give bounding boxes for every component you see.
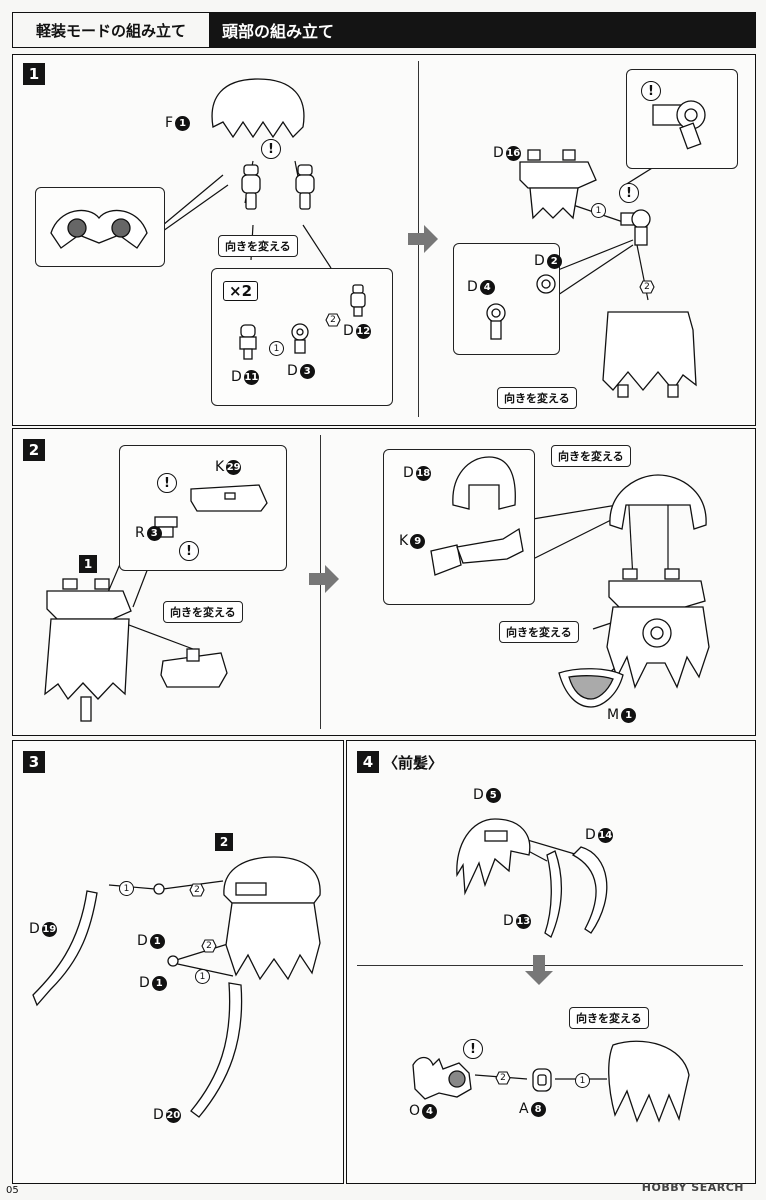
order-marker: 2 <box>495 1071 511 1085</box>
part-m1 <box>558 668 624 708</box>
part-d5 <box>456 818 531 896</box>
head-assembly <box>606 568 710 689</box>
step-number: 3 <box>23 751 45 773</box>
part-d12 <box>350 284 366 317</box>
joint-part <box>620 209 651 246</box>
part-d4 <box>486 303 506 340</box>
caution-icon: ! <box>261 139 281 159</box>
hair-underside-detail <box>50 209 148 249</box>
part-d13 <box>544 850 563 938</box>
order-marker: 1 <box>195 969 210 984</box>
watermark-logo: HOBBY SEARCH <box>641 1181 744 1194</box>
turn-around-tag: 向きを変える <box>163 601 243 623</box>
order-marker: 1 <box>591 203 606 218</box>
turn-around-tag: 向きを変える <box>499 621 579 643</box>
next-step-arrow <box>309 565 339 593</box>
next-step-arrow <box>408 225 438 253</box>
order-marker: 2 <box>201 939 217 953</box>
joint-part-right <box>295 164 315 210</box>
part-k29-flipped <box>160 648 228 688</box>
part-d20 <box>190 982 243 1118</box>
page-number: 05 <box>6 1185 19 1196</box>
step-title: 〈前髪〉 <box>383 754 444 772</box>
part-d19 <box>32 890 98 1007</box>
turn-around-tag: 向きを変える <box>569 1007 649 1029</box>
mode-title: 軽装モードの組み立て <box>13 13 210 47</box>
lower-hair-part <box>602 311 697 398</box>
caution-icon: ! <box>641 81 661 101</box>
part-k29 <box>190 484 268 512</box>
order-marker: 2 <box>325 313 341 327</box>
subassembly-box <box>453 243 560 355</box>
ball-joint-d1-upper <box>153 883 165 895</box>
helmet-part <box>609 474 707 530</box>
turn-around-tag: 向きを変える <box>218 235 298 257</box>
order-marker: 1 <box>119 881 134 896</box>
part-d11 <box>239 324 257 360</box>
part-o4 <box>412 1056 472 1100</box>
step-reference: 2 <box>215 833 233 851</box>
caution-icon: ! <box>463 1039 483 1059</box>
caution-icon: ! <box>619 183 639 203</box>
step-number: 1 <box>23 63 45 85</box>
order-marker: 1 <box>575 1073 590 1088</box>
order-marker: 2 <box>639 280 655 294</box>
part-a8 <box>532 1068 552 1092</box>
hair-part-f1 <box>211 78 305 139</box>
next-step-arrow-down <box>525 955 553 985</box>
joint-detail <box>652 100 706 150</box>
step-number: 2 <box>23 439 45 461</box>
step-number: 4 <box>357 751 379 773</box>
section-title: 頭部の組み立て <box>210 13 755 47</box>
order-marker: 1 <box>269 341 284 356</box>
front-hair-assembly <box>608 1040 690 1123</box>
head-assembly-from-step-2 <box>223 856 321 981</box>
joint-part-left <box>241 164 261 210</box>
turn-around-tag: 向きを変える <box>497 387 577 409</box>
page-header: 軽装モードの組み立て 頭部の組み立て <box>12 12 756 48</box>
turn-around-tag: 向きを変える <box>551 445 631 467</box>
caution-icon: ! <box>179 541 199 561</box>
part-d18 <box>452 456 516 510</box>
caution-icon: ! <box>157 473 177 493</box>
part-r3 <box>154 516 178 538</box>
head-assembly-from-step-1 <box>44 578 132 722</box>
part-d16 <box>519 149 597 220</box>
part-d2 <box>536 274 556 294</box>
order-marker: 2 <box>189 883 205 897</box>
divider <box>357 965 743 966</box>
ball-joint-d1-lower <box>167 955 179 967</box>
part-d3 <box>291 323 309 354</box>
repeat-x2-badge: ×2 <box>223 281 259 301</box>
step-reference: 1 <box>79 555 97 573</box>
part-k9 <box>430 527 524 576</box>
part-d14 <box>571 846 608 934</box>
